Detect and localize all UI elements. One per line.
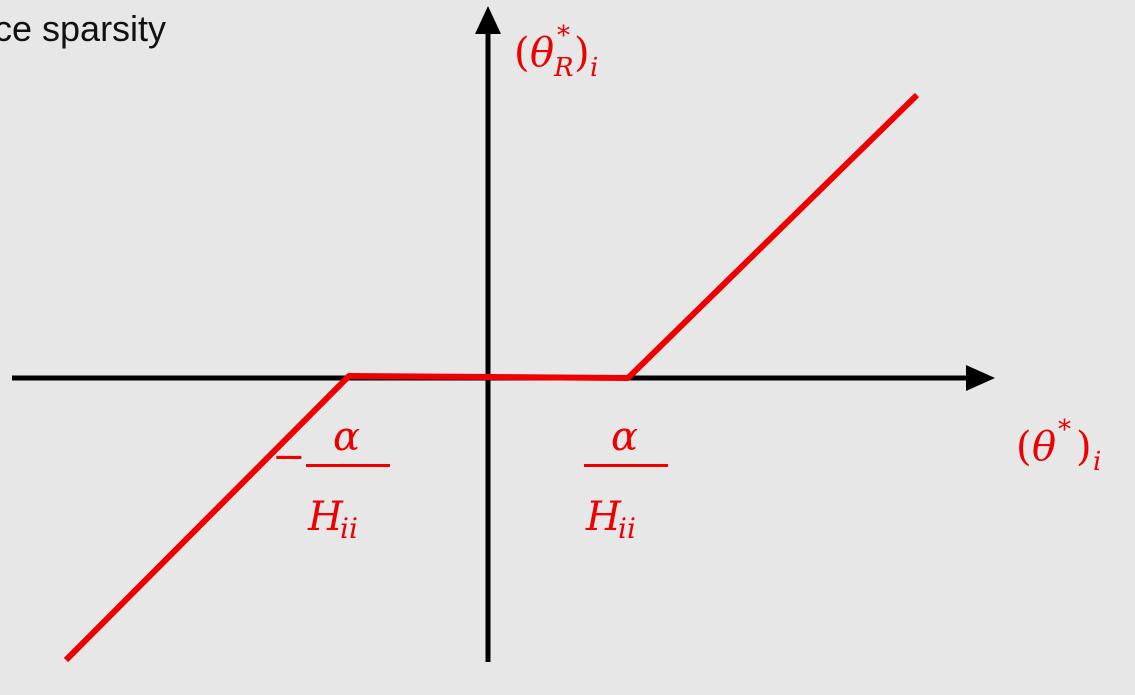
y-axis-label: ( θ * R ) i [514, 21, 598, 83]
svg-text:(: ( [514, 30, 530, 76]
svg-text:θ: θ [530, 30, 554, 76]
svg-text:(: ( [1016, 424, 1032, 470]
svg-text:*: * [1058, 415, 1071, 445]
x-axis-arrowhead [966, 365, 995, 391]
svg-text:ii: ii [618, 512, 636, 545]
negative-threshold-label: − α H ii [272, 414, 390, 545]
x-axis-label: ( θ * ) i [1016, 415, 1101, 477]
svg-text:θ: θ [1032, 424, 1056, 470]
svg-text:i: i [590, 53, 598, 83]
threshold-curve [63, 92, 920, 663]
y-axis-arrowhead [475, 6, 501, 34]
svg-text:*: * [557, 21, 570, 51]
negative-fraction-bar [306, 464, 390, 467]
slide-caption: ce sparsity [0, 8, 167, 49]
svg-text:R: R [553, 53, 574, 83]
positive-fraction-bar [584, 464, 668, 467]
svg-text:): ) [1076, 424, 1092, 470]
svg-text:−: − [272, 434, 306, 480]
svg-text:H: H [585, 494, 622, 540]
svg-text:H: H [307, 494, 344, 540]
svg-text:i: i [1093, 447, 1101, 477]
svg-text:α: α [333, 414, 360, 460]
svg-text:): ) [574, 30, 590, 76]
svg-text:α: α [611, 414, 638, 460]
svg-text:ii: ii [340, 512, 358, 545]
positive-threshold-label: α H ii [584, 414, 668, 545]
